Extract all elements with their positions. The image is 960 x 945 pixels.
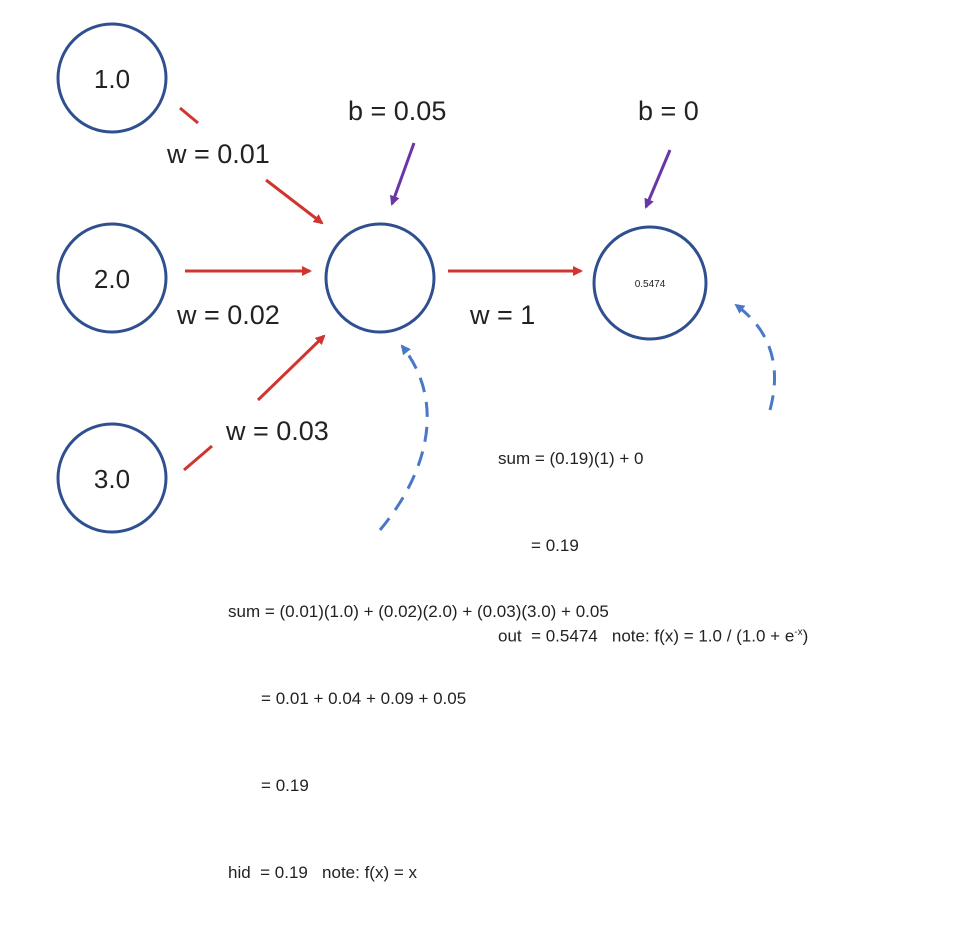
input-node-2-value: 2.0 <box>94 264 130 294</box>
weight-arrow-1 <box>265 178 324 225</box>
output-sum-result-line: = 0.19 <box>498 536 579 555</box>
output-out-line: out = 0.5474 note: f(x) = 1.0 / (1.0 + e… <box>498 618 808 647</box>
output-out-exponent: -x <box>794 627 803 638</box>
weight-arrow-3 <box>256 334 326 402</box>
output-out-text: out = 0.5474 note: f(x) = 1.0 / (1.0 + e <box>498 626 795 646</box>
bias-label-output: b = 0 <box>638 96 699 126</box>
weight-label-1: w = 0.01 <box>166 139 270 169</box>
weight-label-3: w = 0.03 <box>225 416 329 446</box>
output-node-value: 0.5474 <box>635 279 666 290</box>
input-node-3-value: 3.0 <box>94 464 130 494</box>
feedback-arrow-hidden <box>378 344 429 531</box>
hidden-sum-result-line: = 0.19 <box>228 776 309 795</box>
hidden-out-line: hid = 0.19 note: f(x) = x <box>228 863 417 882</box>
weight-label-out: w = 1 <box>469 300 535 330</box>
bias-label-hidden: b = 0.05 <box>348 96 446 126</box>
weight-arrow-1-lead <box>179 106 199 125</box>
hidden-calculation: sum = (0.01)(1.0) + (0.02)(2.0) + (0.03)… <box>228 539 609 945</box>
feedback-arrow-output <box>734 303 777 411</box>
output-out-close: ) <box>802 626 809 646</box>
input-node-1-value: 1.0 <box>94 64 130 94</box>
weight-label-2: w = 0.02 <box>176 300 280 330</box>
network-canvas: 1.0 2.0 3.0 0.5474 <box>56 22 777 534</box>
input-node-1: 1.0 <box>56 22 168 134</box>
weight-arrow-3-lead <box>183 444 213 472</box>
hidden-sum-expanded-line: = 0.01 + 0.04 + 0.09 + 0.05 <box>228 689 467 708</box>
output-node: 0.5474 <box>592 225 708 341</box>
neural-network-diagram: 1.0 2.0 3.0 0.5474 <box>56 22 808 882</box>
output-sum-line: sum = (0.19)(1) + 0 <box>498 449 644 468</box>
hidden-node <box>324 222 436 334</box>
bias-arrow-output <box>644 149 672 209</box>
output-calculation: sum = (0.19)(1) + 0 = 0.19 out = 0.5474 … <box>498 386 808 705</box>
input-node-2: 2.0 <box>56 222 168 334</box>
hidden-sum-line: sum = (0.01)(1.0) + (0.02)(2.0) + (0.03)… <box>228 602 609 621</box>
bias-arrow-hidden <box>390 142 416 206</box>
input-node-3: 3.0 <box>56 422 168 534</box>
